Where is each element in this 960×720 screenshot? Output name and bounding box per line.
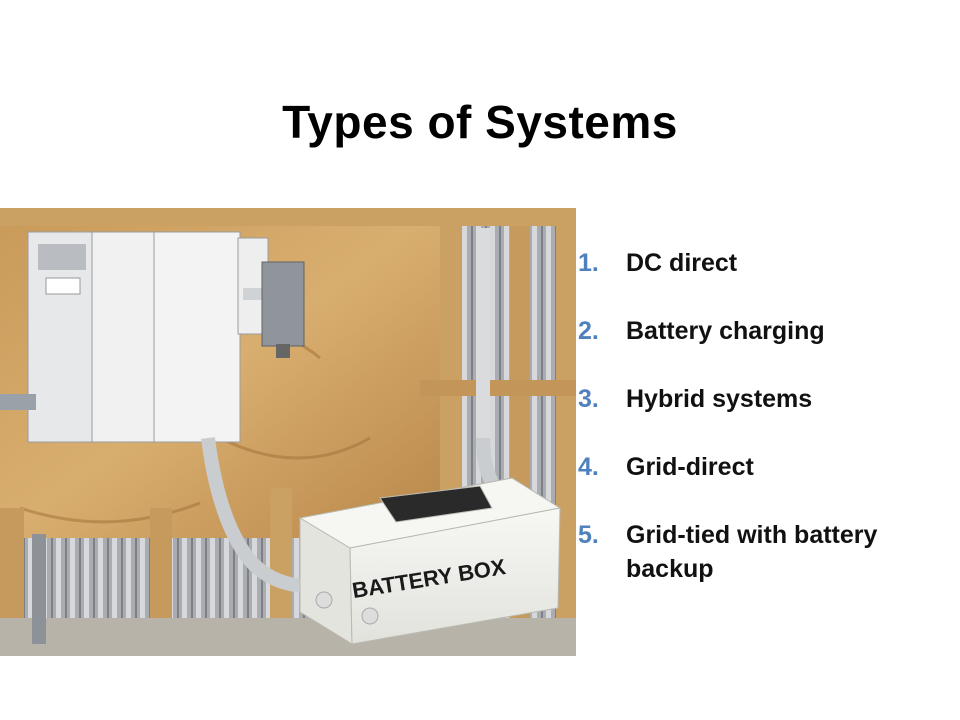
list-item: 3. Hybrid systems — [578, 382, 948, 416]
list-item: 5. Grid-tied with battery backup — [578, 518, 948, 586]
item-number: 5. — [578, 521, 599, 549]
item-number: 3. — [578, 385, 599, 413]
slide-title: Types of Systems — [282, 96, 678, 148]
item-number: 1. — [578, 249, 599, 277]
item-label: Battery charging — [626, 317, 825, 345]
list-item: 2. Battery charging — [578, 314, 948, 348]
item-label: DC direct — [626, 249, 738, 277]
system-types-list: 1. DC direct 2. Battery charging 3. Hybr… — [578, 246, 948, 620]
item-number: 4. — [578, 453, 599, 481]
item-label: Hybrid systems — [626, 385, 813, 413]
system-photo: BATTERY BOX — [0, 208, 576, 656]
item-label: Grid-direct — [626, 453, 754, 481]
item-number: 2. — [578, 317, 599, 345]
list-item: 4. Grid-direct — [578, 450, 948, 484]
list-item: 1. DC direct — [578, 246, 948, 280]
item-label: Grid-tied with battery backup — [626, 521, 878, 583]
